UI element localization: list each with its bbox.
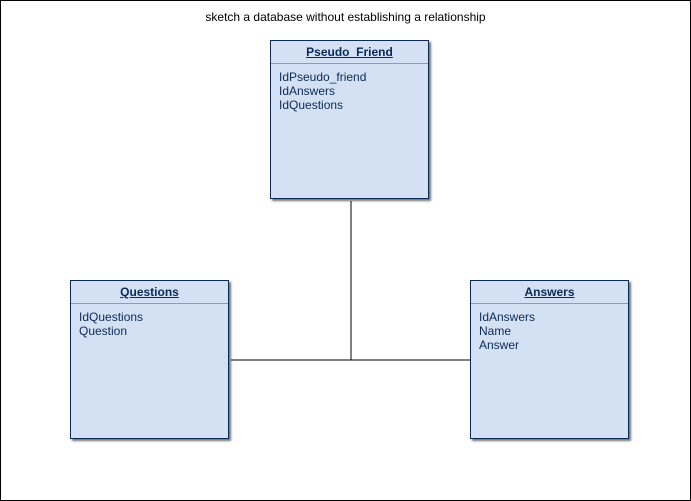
entity-pseudo-friend-name: Pseudo_Friend [271, 41, 428, 64]
entity-pseudo-friend-fields: IdPseudo_friend IdAnswers IdQuestions [271, 64, 428, 112]
entity-answers-fields: IdAnswers Name Answer [471, 304, 628, 352]
field-idanswers: IdAnswers [279, 84, 336, 98]
field-idquestions: IdQuestions [279, 98, 344, 112]
field-idpseudo-friend: IdPseudo_friend [279, 70, 367, 84]
field-idquestions: IdQuestions [79, 310, 144, 324]
entity-answers-name: Answers [471, 281, 628, 304]
field-answer: Answer [479, 338, 520, 352]
entity-answers[interactable]: Answers IdAnswers Name Answer [470, 280, 629, 439]
entity-questions-name: Questions [71, 281, 228, 304]
entity-pseudo-friend[interactable]: Pseudo_Friend IdPseudo_friend IdAnswers … [270, 40, 429, 199]
field-name: Name [479, 324, 512, 338]
field-question: Question [79, 324, 128, 338]
diagram-title: sketch a database without establishing a… [205, 10, 486, 24]
entity-questions[interactable]: Questions IdQuestions Question [70, 280, 229, 439]
field-idanswers: IdAnswers [479, 310, 536, 324]
entity-questions-fields: IdQuestions Question [71, 304, 228, 338]
